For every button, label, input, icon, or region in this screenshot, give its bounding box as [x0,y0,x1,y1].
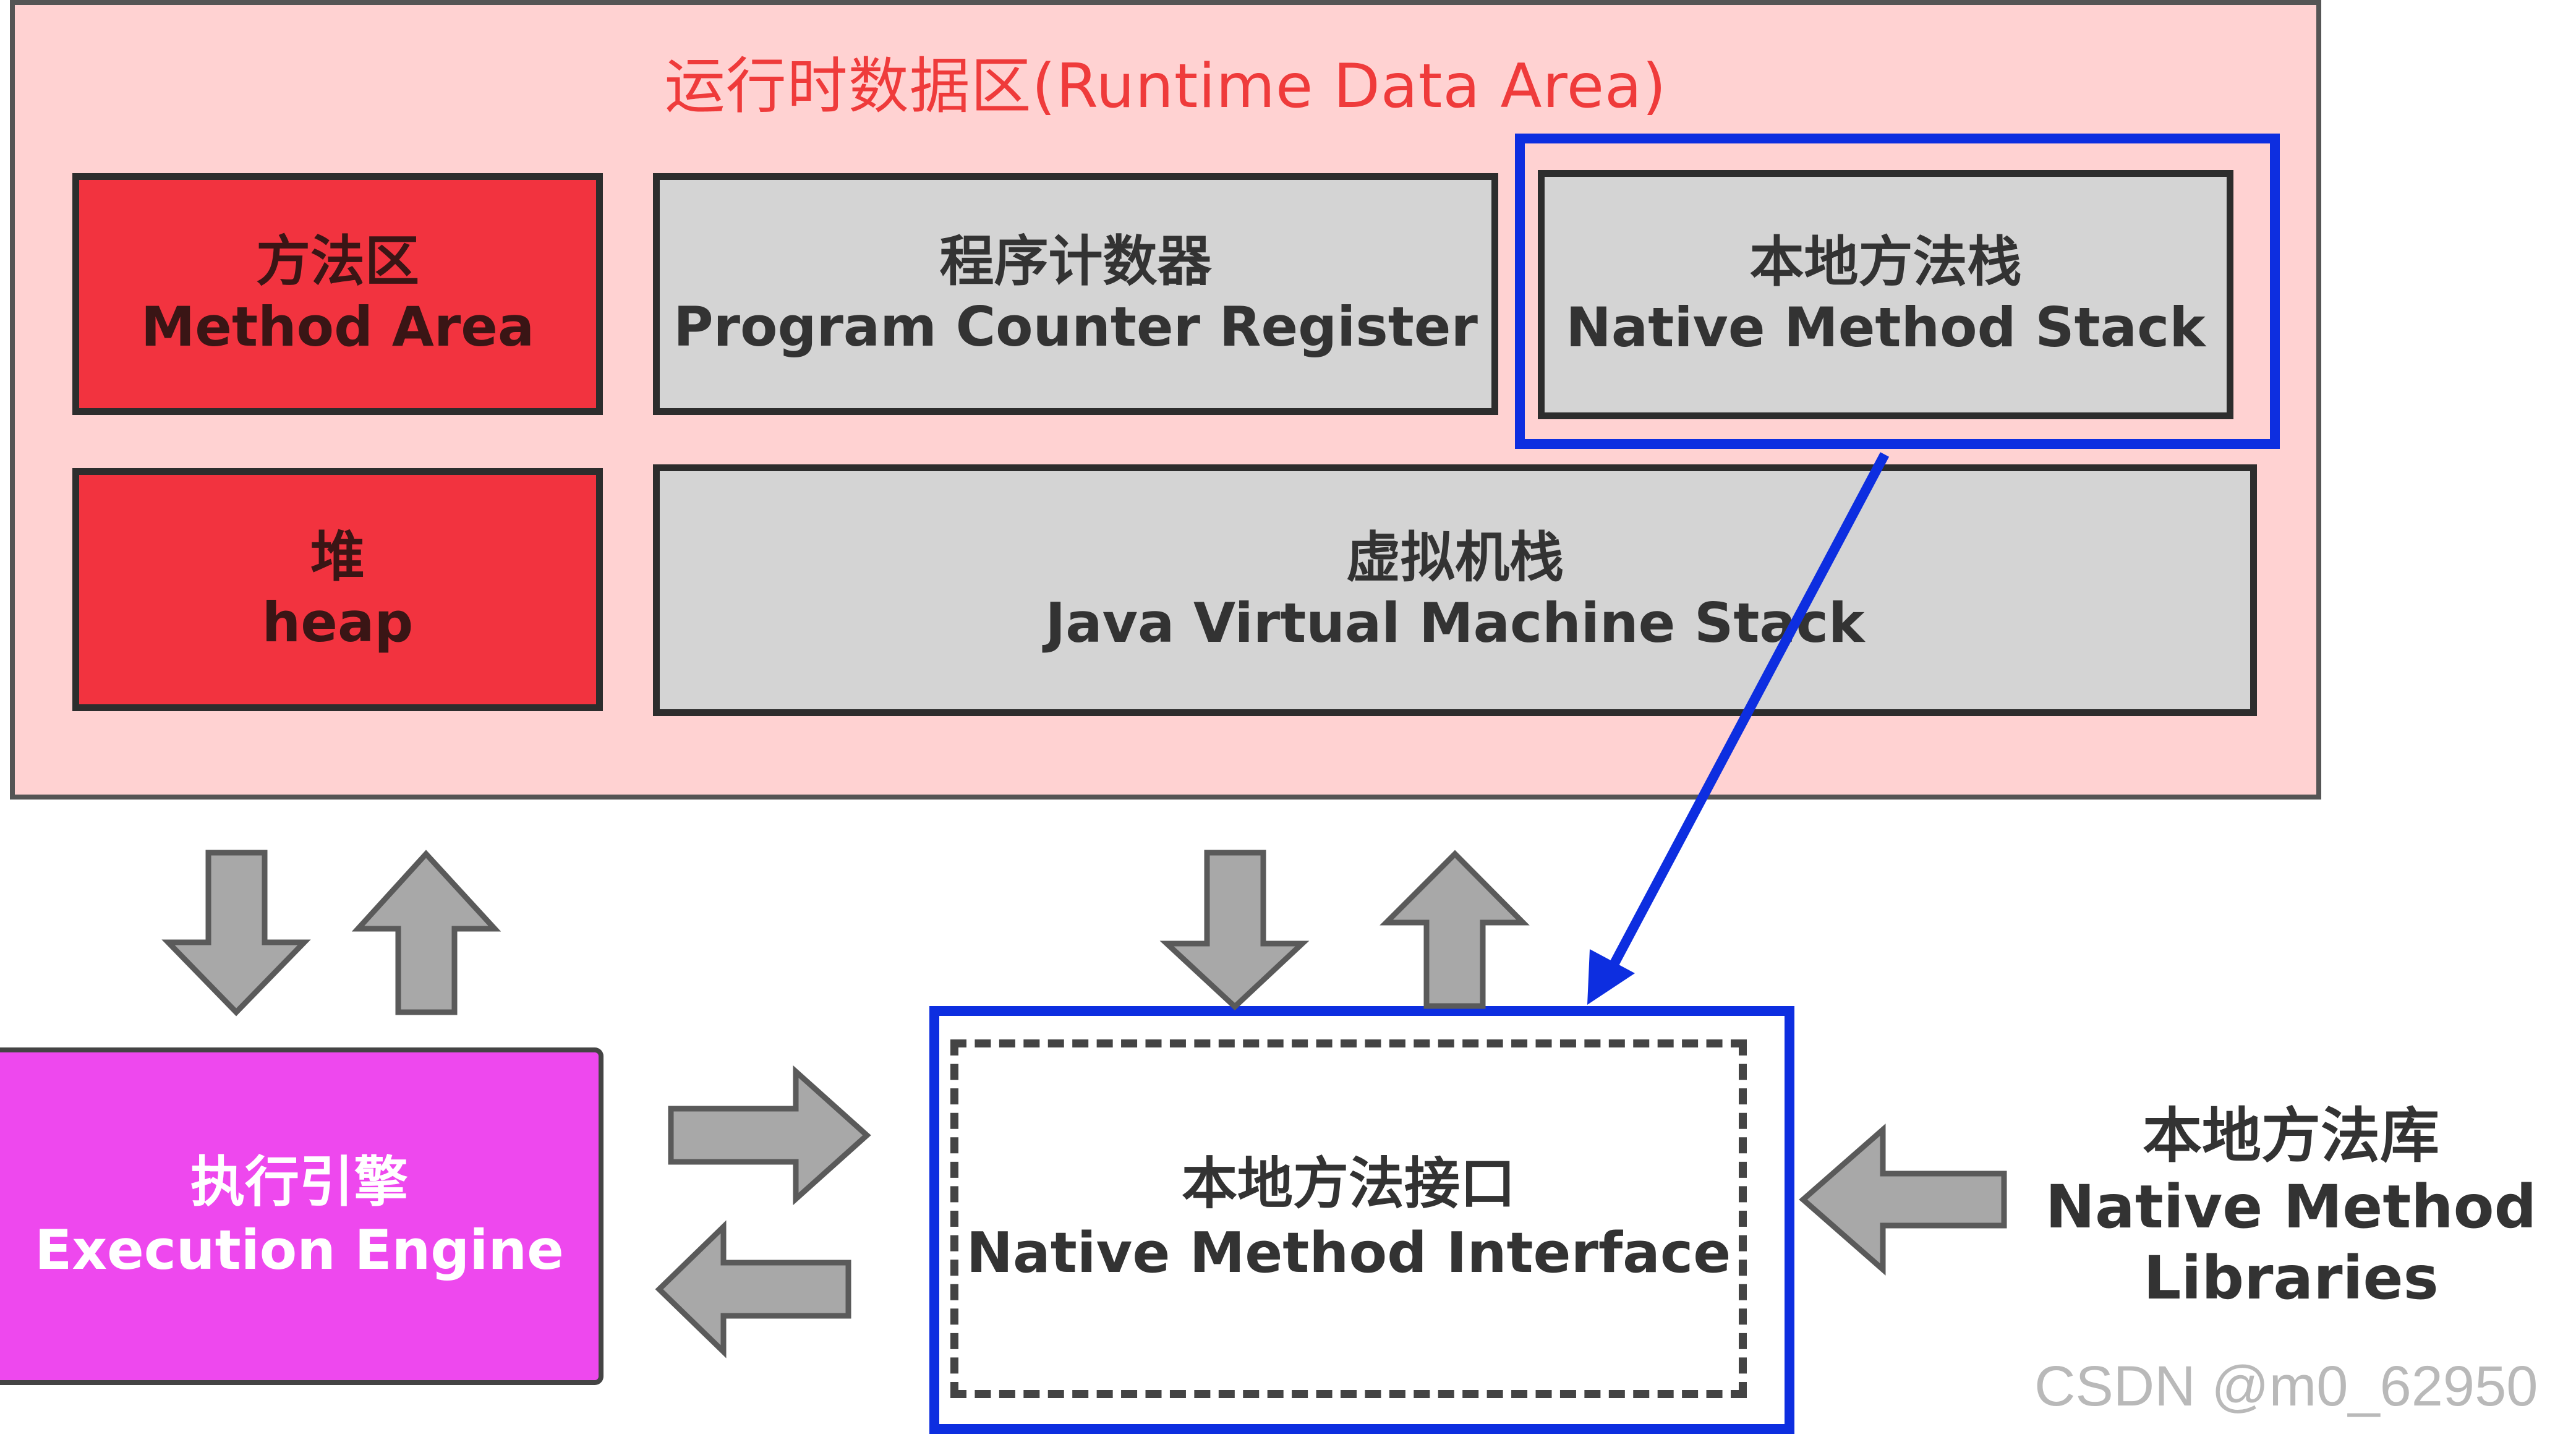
arrow-left-to-engine [655,1220,851,1358]
native-libraries-label: 本地方法库 Native Method Libraries [2034,1101,2548,1315]
native-libraries-zh: 本地方法库 [2143,1101,2439,1171]
program-counter-zh: 程序计数器 [939,229,1212,293]
native-libraries-en-line1: Native Method [2045,1172,2537,1242]
arrow-up-left [351,850,501,1015]
native-method-stack-en: Native Method Stack [1566,295,2206,359]
native-libraries-en-line2: Libraries [2143,1243,2439,1313]
jvm-stack-zh: 虚拟机栈 [1346,525,1564,589]
heap-zh: 堆 [310,524,365,589]
program-counter-en: Program Counter Register [673,294,1478,359]
native-interface-zh: 本地方法接口 [1182,1151,1516,1216]
arrow-left-from-libraries [1799,1124,2007,1276]
jvm-stack-box: 虚拟机栈 Java Virtual Machine Stack [653,464,2257,716]
arrow-up-middle [1380,850,1530,1009]
csdn-watermark: CSDN @m0_62950 [2034,1355,2538,1418]
heap-en: heap [262,590,414,654]
jvm-stack-en: Java Virtual Machine Stack [1045,591,1865,655]
arrow-down-left [161,850,311,1017]
arrow-right-to-interface [668,1065,871,1206]
method-area-zh: 方法区 [255,229,419,293]
runtime-data-area-title: 运行时数据区(Runtime Data Area) [664,51,1667,122]
native-method-stack-box: 本地方法栈 Native Method Stack [1538,170,2233,419]
native-interface-en: Native Method Interface [966,1221,1731,1286]
execution-engine-box: 执行引擎 Execution Engine [0,1047,603,1385]
execution-engine-en: Execution Engine [35,1218,564,1282]
execution-engine-zh: 执行引擎 [190,1150,408,1214]
method-area-en: Method Area [140,294,535,359]
method-area-box: 方法区 Method Area [72,173,603,415]
program-counter-box: 程序计数器 Program Counter Register [653,173,1498,415]
blue-connector-arrow [1587,452,1890,1005]
native-method-stack-highlight [1515,134,2280,449]
native-interface-box: 本地方法接口 Native Method Interface [950,1039,1747,1398]
arrow-down-middle [1159,850,1310,1011]
native-method-stack-zh: 本地方法栈 [1749,229,2022,294]
heap-box: 堆 heap [72,468,603,711]
